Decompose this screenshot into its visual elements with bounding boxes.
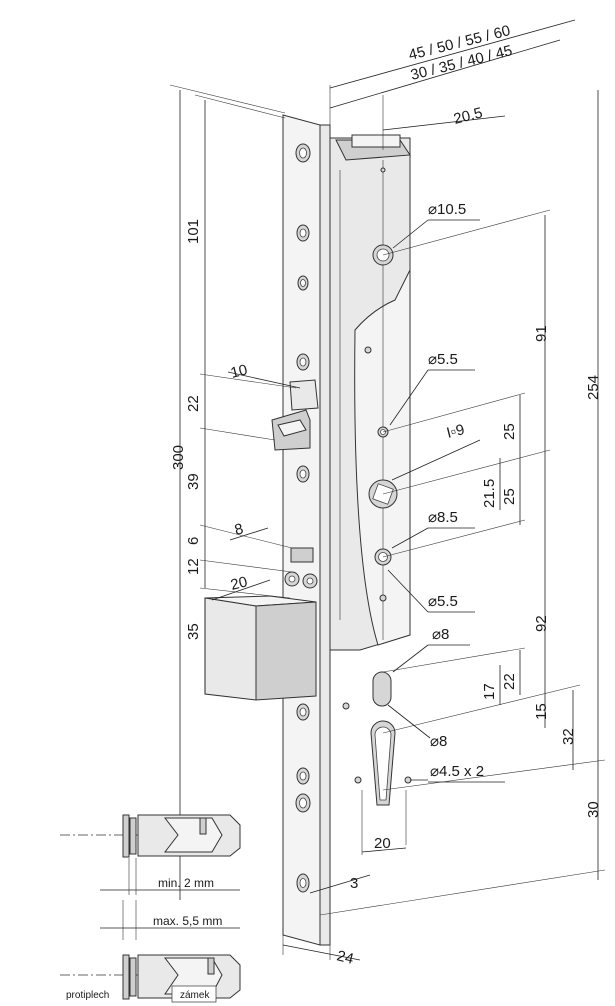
dia-10-5-label: ⌀10.5: [428, 201, 466, 218]
dimension-24: 24: [282, 935, 361, 968]
backset-dimension: 45 / 50 / 55 / 60 30 / 35 / 40 / 45: [329, 19, 576, 150]
dimension-22-top: 22: [185, 373, 297, 441]
faceplate-screw-holes: [295, 143, 311, 893]
dia-8-5-label: ⌀8.5: [428, 509, 458, 526]
dimension-8: 8: [199, 520, 293, 549]
dimension-254: 254: [585, 90, 602, 770]
dimension-22-right: 22: [382, 647, 526, 695]
dim-17-label: 17: [481, 683, 498, 700]
latch-bolt: [271, 379, 319, 451]
dimension-25-mid: 25: [382, 449, 551, 558]
dimension-39: 39: [185, 428, 206, 525]
dimension-dia-4-5: ⌀4.5 x 2: [382, 759, 606, 791]
inset-max-label: max. 5,5 mm: [153, 914, 222, 928]
dimension-15: 15: [382, 684, 581, 734]
dim-8-label: 8: [233, 520, 245, 539]
dim-3-label: 3: [350, 875, 358, 892]
dim-12-label: 12: [185, 558, 202, 575]
dimension-101: 101: [185, 94, 286, 380]
square-9-label: I▫9: [445, 421, 466, 442]
dim-24-label: 24: [335, 947, 355, 968]
dimension-square-9: I▫9: [391, 421, 481, 481]
dim-35-label: 35: [185, 623, 202, 640]
auxiliary-latch: [284, 547, 318, 589]
dimension-300: 300: [169, 84, 286, 900]
dimension-10: 10: [227, 361, 301, 389]
deadbolt: [204, 595, 317, 701]
dimension-6: 6: [185, 525, 206, 548]
dia-8-top-label: ⌀8: [432, 626, 449, 643]
dim-20-5-label: 20.5: [452, 104, 484, 128]
dim-300-label: 300: [170, 445, 187, 470]
dimension-20-bolt: 20: [211, 573, 271, 601]
inset-strike-label: protiplech: [66, 990, 109, 1001]
dimension-3: 3: [309, 874, 371, 894]
dimension-20-5: 20.5: [382, 104, 506, 131]
dimension-92: 92: [533, 455, 550, 690]
dim-30-label: 30: [585, 801, 602, 818]
dimension-32: 32: [560, 690, 577, 770]
dimension-25-top: 25: [382, 392, 526, 460]
dim-92-label: 92: [533, 615, 550, 632]
dim-25a-label: 25: [501, 423, 518, 440]
dimension-30: 30: [319, 770, 606, 916]
dimension-21-5: 21.5: [481, 458, 501, 510]
dimension-12: 12: [185, 548, 293, 599]
dimension-35: 35: [185, 598, 206, 694]
dimension-dia-10-5: ⌀10.5: [382, 201, 551, 256]
dimension-dia-5-5-top: ⌀5.5: [389, 351, 475, 426]
lock-case: [329, 134, 411, 651]
dim-101-label: 101: [185, 219, 202, 244]
dim-25b-label: 25: [501, 488, 518, 505]
dia-4-5-label: ⌀4.5 x 2: [430, 763, 484, 780]
faceplate: [282, 114, 331, 946]
dimension-20-cylinder: 20: [361, 790, 407, 855]
dim-15-label: 15: [533, 703, 550, 720]
inset-detail: min. 2 mm max. 5,5 mm protiplech zámek: [60, 814, 241, 1003]
dimension-dia-8-bottom: ⌀8: [387, 704, 447, 750]
inset-lock-label: zámek: [180, 990, 210, 1001]
dimension-dia-5-5-bottom: ⌀5.5: [387, 569, 475, 613]
dim-91-label: 91: [533, 325, 550, 342]
dim-22b-label: 22: [501, 673, 518, 690]
inset-min-label: min. 2 mm: [158, 876, 214, 890]
dim-39-label: 39: [185, 473, 202, 490]
dim-22-label: 22: [185, 395, 202, 412]
dim-32-label: 32: [560, 728, 577, 745]
dim-20-bolt-label: 20: [229, 573, 249, 594]
dimension-dia-8-5: ⌀8.5: [391, 509, 475, 549]
cylinder-cutout: [342, 671, 412, 806]
dia-5-5-bottom-label: ⌀5.5: [428, 593, 458, 610]
dimension-17: 17: [481, 665, 501, 705]
dim-6-label: 6: [185, 537, 202, 545]
dim-21-5-label: 21.5: [481, 479, 498, 508]
dimension-91: 91: [533, 215, 550, 455]
dimension-dia-8-top: ⌀8: [392, 626, 470, 673]
dia-5-5-top-label: ⌀5.5: [428, 351, 458, 368]
dia-8-bottom-label: ⌀8: [430, 733, 447, 750]
dim-254-label: 254: [585, 375, 602, 400]
dim-20-cyl-label: 20: [374, 835, 391, 852]
dim-10-label: 10: [229, 361, 249, 382]
